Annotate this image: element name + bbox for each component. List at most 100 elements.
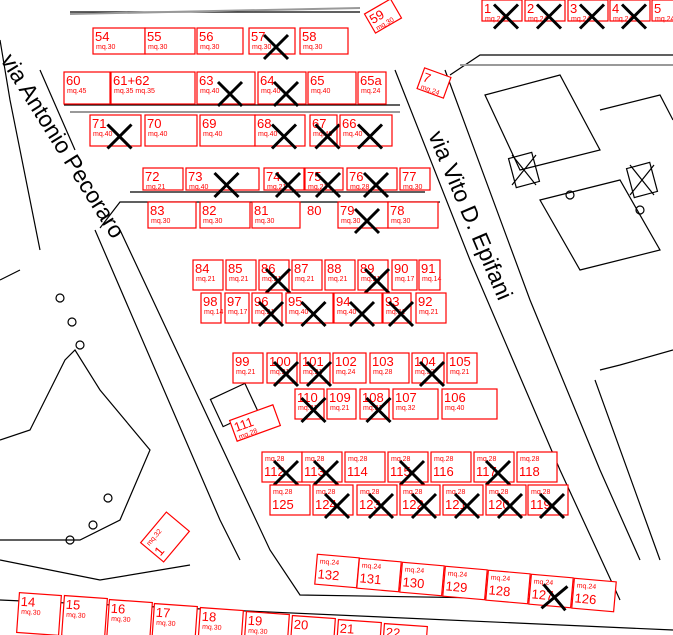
parking-lot-80[interactable]: 80	[307, 203, 321, 218]
parking-lot-1[interactable]: 1mq.24	[481, 0, 523, 30]
parking-lot-4[interactable]: 4mq.24	[609, 0, 651, 30]
parking-lot-21[interactable]: 21	[335, 618, 382, 635]
parking-lot-3[interactable]: 3mq.24	[567, 0, 609, 30]
lot-area: mq.24	[447, 570, 467, 579]
lot-area: mq.28	[477, 456, 497, 463]
parking-lot-1[interactable]: 1mq.32	[139, 511, 191, 563]
parking-lot-20[interactable]: 20	[289, 614, 336, 635]
parking-lot-5[interactable]: 5mq.24	[651, 0, 673, 23]
lot-area: mq.21	[236, 369, 256, 376]
lot-number: 15	[65, 597, 80, 613]
parking-lot-22[interactable]: 22	[381, 622, 428, 635]
parking-lot-2[interactable]: 2mq.24	[524, 0, 566, 30]
lot-area: mq.14	[422, 276, 442, 283]
cross-icon	[323, 492, 351, 520]
